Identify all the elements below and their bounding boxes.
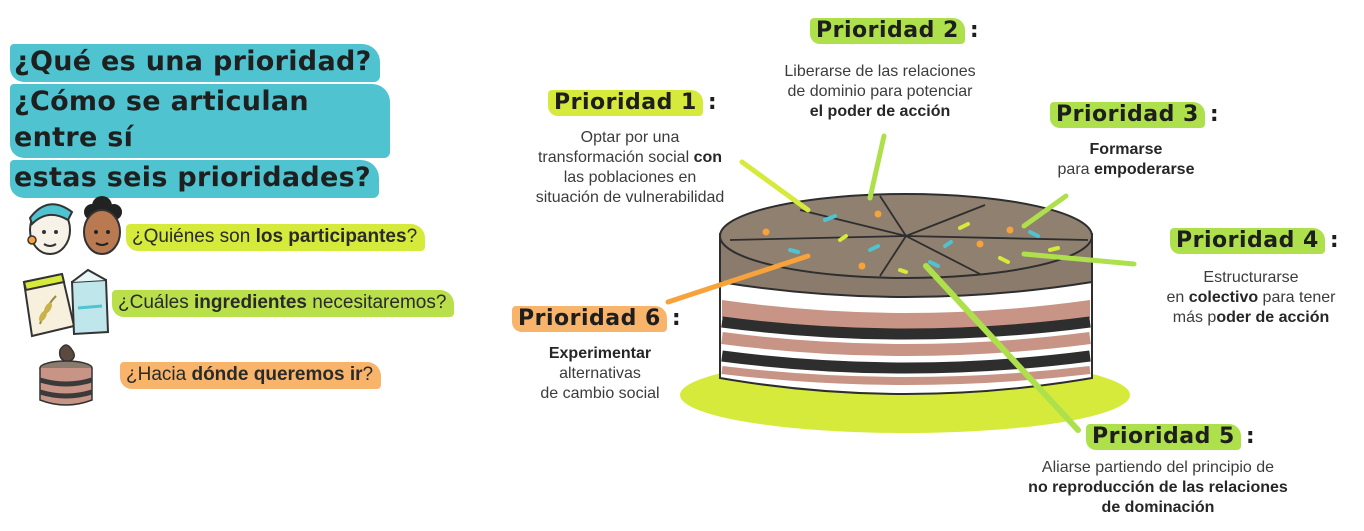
priority-5-line-2: no reproducción de las relaciones: [1000, 478, 1316, 498]
priority-3-label: Prioridad 3:: [1050, 102, 1219, 128]
pointer-priority-3: [1021, 193, 1069, 229]
priority-2-line-2: de dominio para potenciar: [770, 82, 990, 102]
priority-6-line-2: alternativas: [520, 364, 680, 384]
cake-layer-pink-3: [721, 366, 1091, 385]
pointer-priority-1: [739, 159, 811, 213]
priority-5-line-1: Aliarse partiendo del principio de: [1000, 458, 1316, 478]
priority-4-label: Prioridad 4:: [1170, 228, 1339, 254]
title-line-2: ¿Cómo se articulan entre sí: [10, 84, 390, 158]
priority-4-text-2-bold: colectivo: [1188, 289, 1259, 306]
page-title: ¿Qué es una prioridad? ¿Cómo se articula…: [10, 44, 390, 200]
cake-layer-chocolate-2: [721, 350, 1091, 374]
priority-6-text-3: de cambio social: [540, 385, 660, 402]
priority-4-text-2: en: [1166, 289, 1189, 306]
question-participants: ¿Quiénes son los participantes?: [126, 224, 426, 251]
priority-6-text-1: Experimentar: [548, 345, 652, 362]
priority-2-tag: Prioridad 2: [810, 18, 965, 44]
question-participants-post: ?: [406, 226, 418, 247]
cake-layer-pink-1: [722, 300, 1090, 331]
priority-1-label: Prioridad 1:: [548, 90, 717, 116]
priority-5-text-3: de dominación: [1101, 499, 1215, 516]
question-destination-bold: dónde queremos ir: [191, 364, 363, 385]
question-destination: ¿Hacia dónde queremos ir?: [120, 362, 382, 389]
priority-1-text-1: Optar por una: [580, 129, 680, 146]
priority-6-line-3: de cambio social: [520, 384, 680, 404]
title-line-3: estas seis prioridades?: [10, 160, 379, 198]
priority-1-description: Optar por una transformación social con …: [522, 128, 738, 208]
priority-1-line-3: las poblaciones en: [522, 168, 738, 188]
priority-6-line-1: Experimentar: [520, 344, 680, 364]
priority-6-colon: :: [671, 306, 682, 331]
priority-pointers: [665, 133, 1137, 433]
priority-3-line-1: Formarse: [1036, 140, 1216, 160]
priority-3-line-2: para empoderarse: [1036, 160, 1216, 180]
priority-6-text-2: alternativas: [559, 365, 641, 382]
priority-2-colon: :: [969, 18, 980, 43]
priority-6-tag: Prioridad 6: [512, 306, 667, 332]
priority-1-line-4: situación de vulnerabilidad: [522, 188, 738, 208]
priority-4-line-2: en colectivo para tener: [1140, 288, 1362, 308]
priority-5-text-1: Aliarse partiendo del principio de: [1041, 459, 1275, 476]
priority-2-description: Liberarse de las relaciones de dominio p…: [770, 62, 990, 122]
priority-5-label: Prioridad 5:: [1086, 424, 1255, 450]
priority-3-text-1: Formarse: [1089, 141, 1163, 158]
question-ingredients: ¿Cuáles ingredientes necesitaremos?: [112, 290, 455, 317]
question-ingredients-post: necesitaremos?: [307, 292, 447, 313]
priority-2-line-3: el poder de acción: [770, 102, 990, 122]
priority-1-line-1: Optar por una: [522, 128, 738, 148]
priority-2-text-1: Liberarse de las relaciones: [784, 63, 976, 80]
cake-layer-pink-2: [721, 332, 1091, 356]
priority-3-text-2-bold: empoderarse: [1093, 161, 1195, 178]
priority-4-text-1: Estructurarse: [1203, 269, 1299, 286]
priority-2-line-1: Liberarse de las relaciones: [770, 62, 990, 82]
cake-slice-icon: [39, 344, 93, 406]
priority-5-text-2: no reproducción de las relaciones: [1028, 479, 1288, 496]
priority-1-tag: Prioridad 1: [548, 90, 703, 116]
question-participants-bold: los participantes: [255, 226, 407, 247]
priority-3-tag: Prioridad 3: [1050, 102, 1205, 128]
priority-3-colon: :: [1209, 102, 1220, 127]
question-participants-pre: ¿Quiénes son: [132, 226, 256, 247]
cake-layer-chocolate-1: [721, 316, 1091, 340]
priority-6-label: Prioridad 6:: [512, 306, 681, 332]
priority-1-text-2: transformación social: [537, 149, 694, 166]
two-people-icon: [27, 196, 122, 255]
priority-1-text-3: las poblaciones en: [563, 169, 697, 186]
pointer-priority-4: [1021, 251, 1137, 267]
priority-1-line-2: transformación social con: [522, 148, 738, 168]
priority-2-label: Prioridad 2:: [810, 18, 979, 44]
priority-4-text-3: más p: [1172, 309, 1217, 326]
priority-3-description: Formarse para empoderarse: [1036, 140, 1216, 180]
priority-4-tag: Prioridad 4: [1170, 228, 1325, 254]
pointer-priority-2: [867, 133, 887, 201]
question-ingredients-pre: ¿Cuáles: [118, 292, 195, 313]
priority-4-text-3-bold: oder de acción: [1216, 309, 1330, 326]
priority-1-text-2-bold: con: [693, 149, 723, 166]
priority-5-description: Aliarse partiendo del principio de no re…: [1000, 458, 1316, 518]
ingredients-bags-icon: [22, 268, 110, 338]
question-destination-pre: ¿Hacia: [126, 364, 192, 385]
question-destination-post: ?: [362, 364, 374, 385]
question-ingredients-bold: ingredientes: [194, 292, 308, 313]
pointer-priority-5: [923, 263, 1081, 433]
pointer-priority-6: [665, 253, 811, 305]
priority-4-colon: :: [1329, 228, 1340, 253]
title-line-1: ¿Qué es una prioridad?: [10, 44, 380, 82]
priority-5-line-3: de dominación: [1000, 498, 1316, 518]
priority-5-colon: :: [1245, 424, 1256, 449]
priority-4-description: Estructurarse en colectivo para tener má…: [1140, 268, 1362, 328]
priority-4-line-1: Estructurarse: [1140, 268, 1362, 288]
priority-2-text-2: de dominio para potenciar: [787, 83, 973, 100]
priority-3-text-2: para: [1057, 161, 1094, 178]
priority-4-line-3: más poder de acción: [1140, 308, 1362, 328]
priority-4-text-2-end: para tener: [1258, 289, 1336, 306]
priority-2-text-3: el poder de acción: [809, 103, 951, 120]
priority-1-text-4: situación de vulnerabilidad: [535, 189, 725, 206]
priority-6-description: Experimentar alternativas de cambio soci…: [520, 344, 680, 404]
priority-5-tag: Prioridad 5: [1086, 424, 1241, 450]
cake-slice-lines: [729, 195, 1089, 277]
priority-1-colon: :: [707, 90, 718, 115]
cake-sprinkles: [762, 210, 1060, 274]
